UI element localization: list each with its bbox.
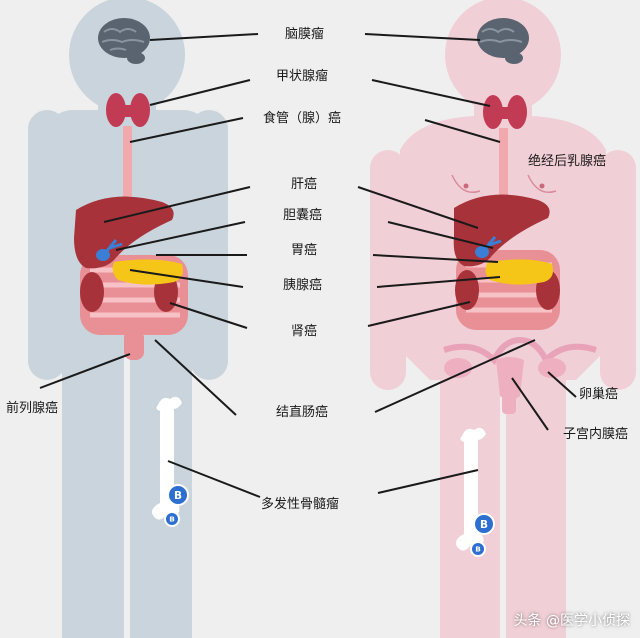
marrow-cell-letter: B	[480, 519, 488, 531]
label-colorectal-cancer: 结直肠癌	[276, 405, 328, 421]
marrow-cell: B	[474, 514, 494, 534]
label-ovary-cancer: 卵巢癌	[579, 387, 618, 403]
marrow-cell-letter: B	[475, 545, 481, 554]
label-pancreas-cancer: 胰腺癌	[283, 278, 322, 294]
label-thyroid-cancer: 甲状腺瘤	[276, 69, 328, 85]
label-breast-cancer: 绝经后乳腺癌	[528, 154, 606, 170]
marrow-cell-letter: B	[169, 515, 175, 524]
label-stomach-cancer: 胃癌	[291, 243, 317, 259]
male-figure: BB	[28, 0, 228, 638]
label-endometrium-cancer: 子宫内膜癌	[563, 427, 628, 443]
label-kidney-cancer: 肾癌	[291, 324, 317, 340]
female-stomach	[485, 259, 553, 284]
label-gallbladder-cancer: 胆囊癌	[283, 208, 322, 224]
label-liver-cancer: 肝癌	[291, 177, 317, 193]
marrow-cell: B	[471, 542, 485, 556]
watermark: 头条 @医学小侦探	[514, 610, 630, 630]
female-figure: BB	[370, 0, 636, 638]
label-esophagus-cancer: 食管（腺）癌	[263, 111, 341, 127]
label-brain-cancer: 脑膜瘤	[285, 27, 324, 43]
marrow-cell: B	[168, 485, 188, 505]
marrow-cell: B	[165, 512, 179, 526]
label-prostate-cancer: 前列腺癌	[6, 401, 58, 417]
marrow-cell-letter: B	[174, 490, 182, 502]
label-myeloma: 多发性骨髓瘤	[261, 497, 339, 513]
